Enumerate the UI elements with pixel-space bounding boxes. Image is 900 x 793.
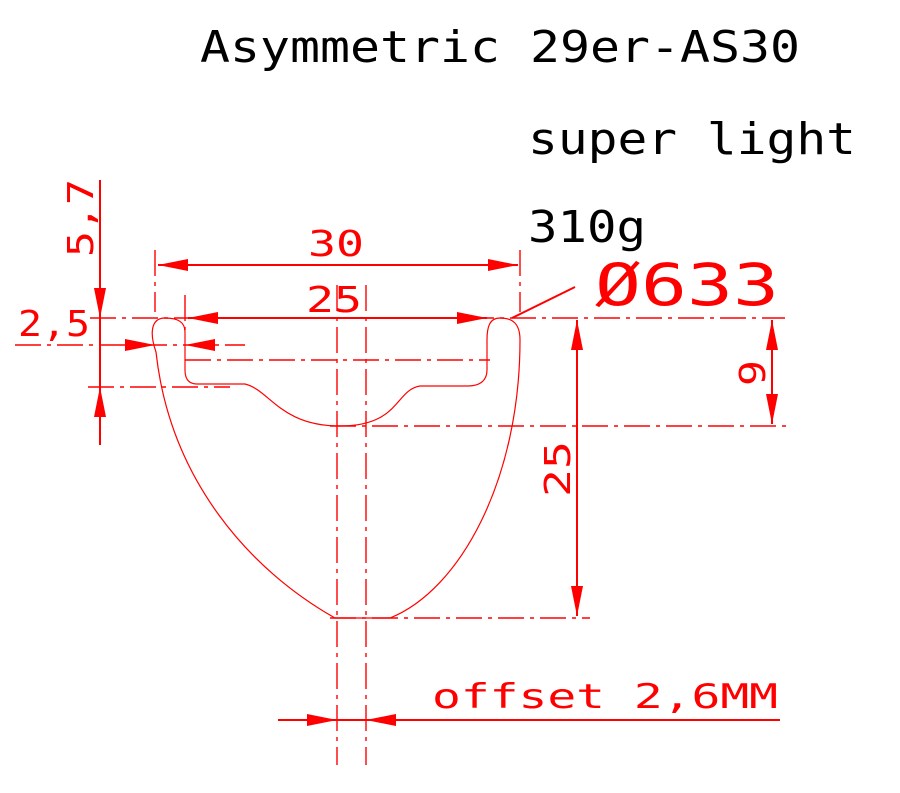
diameter-leader-line (511, 286, 576, 319)
drawing-subtitle: super light (528, 114, 856, 165)
inner-width-arrow-right (457, 312, 487, 324)
rim-height-arrow-top (571, 320, 583, 350)
rim-weight-label: 310g (528, 202, 646, 253)
wall-thickness-arrow-right (185, 339, 215, 351)
rim-profile-outline (151, 317, 521, 619)
wall-thickness-arrow-left (125, 339, 155, 351)
outer-width-arrow-left (158, 259, 188, 271)
bead-height-label: 5,7 (61, 179, 102, 257)
rim-height-label: 25 (538, 441, 579, 497)
outer-width-label: 30 (308, 224, 364, 265)
offset-label: offset 2,6MM (432, 677, 778, 717)
hook-depth-arrow-top (766, 320, 778, 350)
wall-thickness-label: 2,5 (18, 304, 90, 345)
hook-depth-label: 9 (733, 360, 774, 386)
diameter-label: Ø633 (595, 251, 779, 319)
inner-width-arrow-left (188, 312, 218, 324)
outer-width-arrow-right (488, 259, 518, 271)
bead-height-arrow-bottom (94, 387, 106, 417)
inner-width-label: 25 (306, 280, 362, 321)
hook-depth-arrow-bottom (766, 394, 778, 424)
offset-arrow-left (307, 714, 337, 726)
rim-height-arrow-bottom (571, 586, 583, 616)
offset-arrow-right (366, 714, 396, 726)
drawing-title: Asymmetric 29er-AS30 (200, 22, 800, 73)
bead-height-arrow-top (94, 288, 106, 318)
